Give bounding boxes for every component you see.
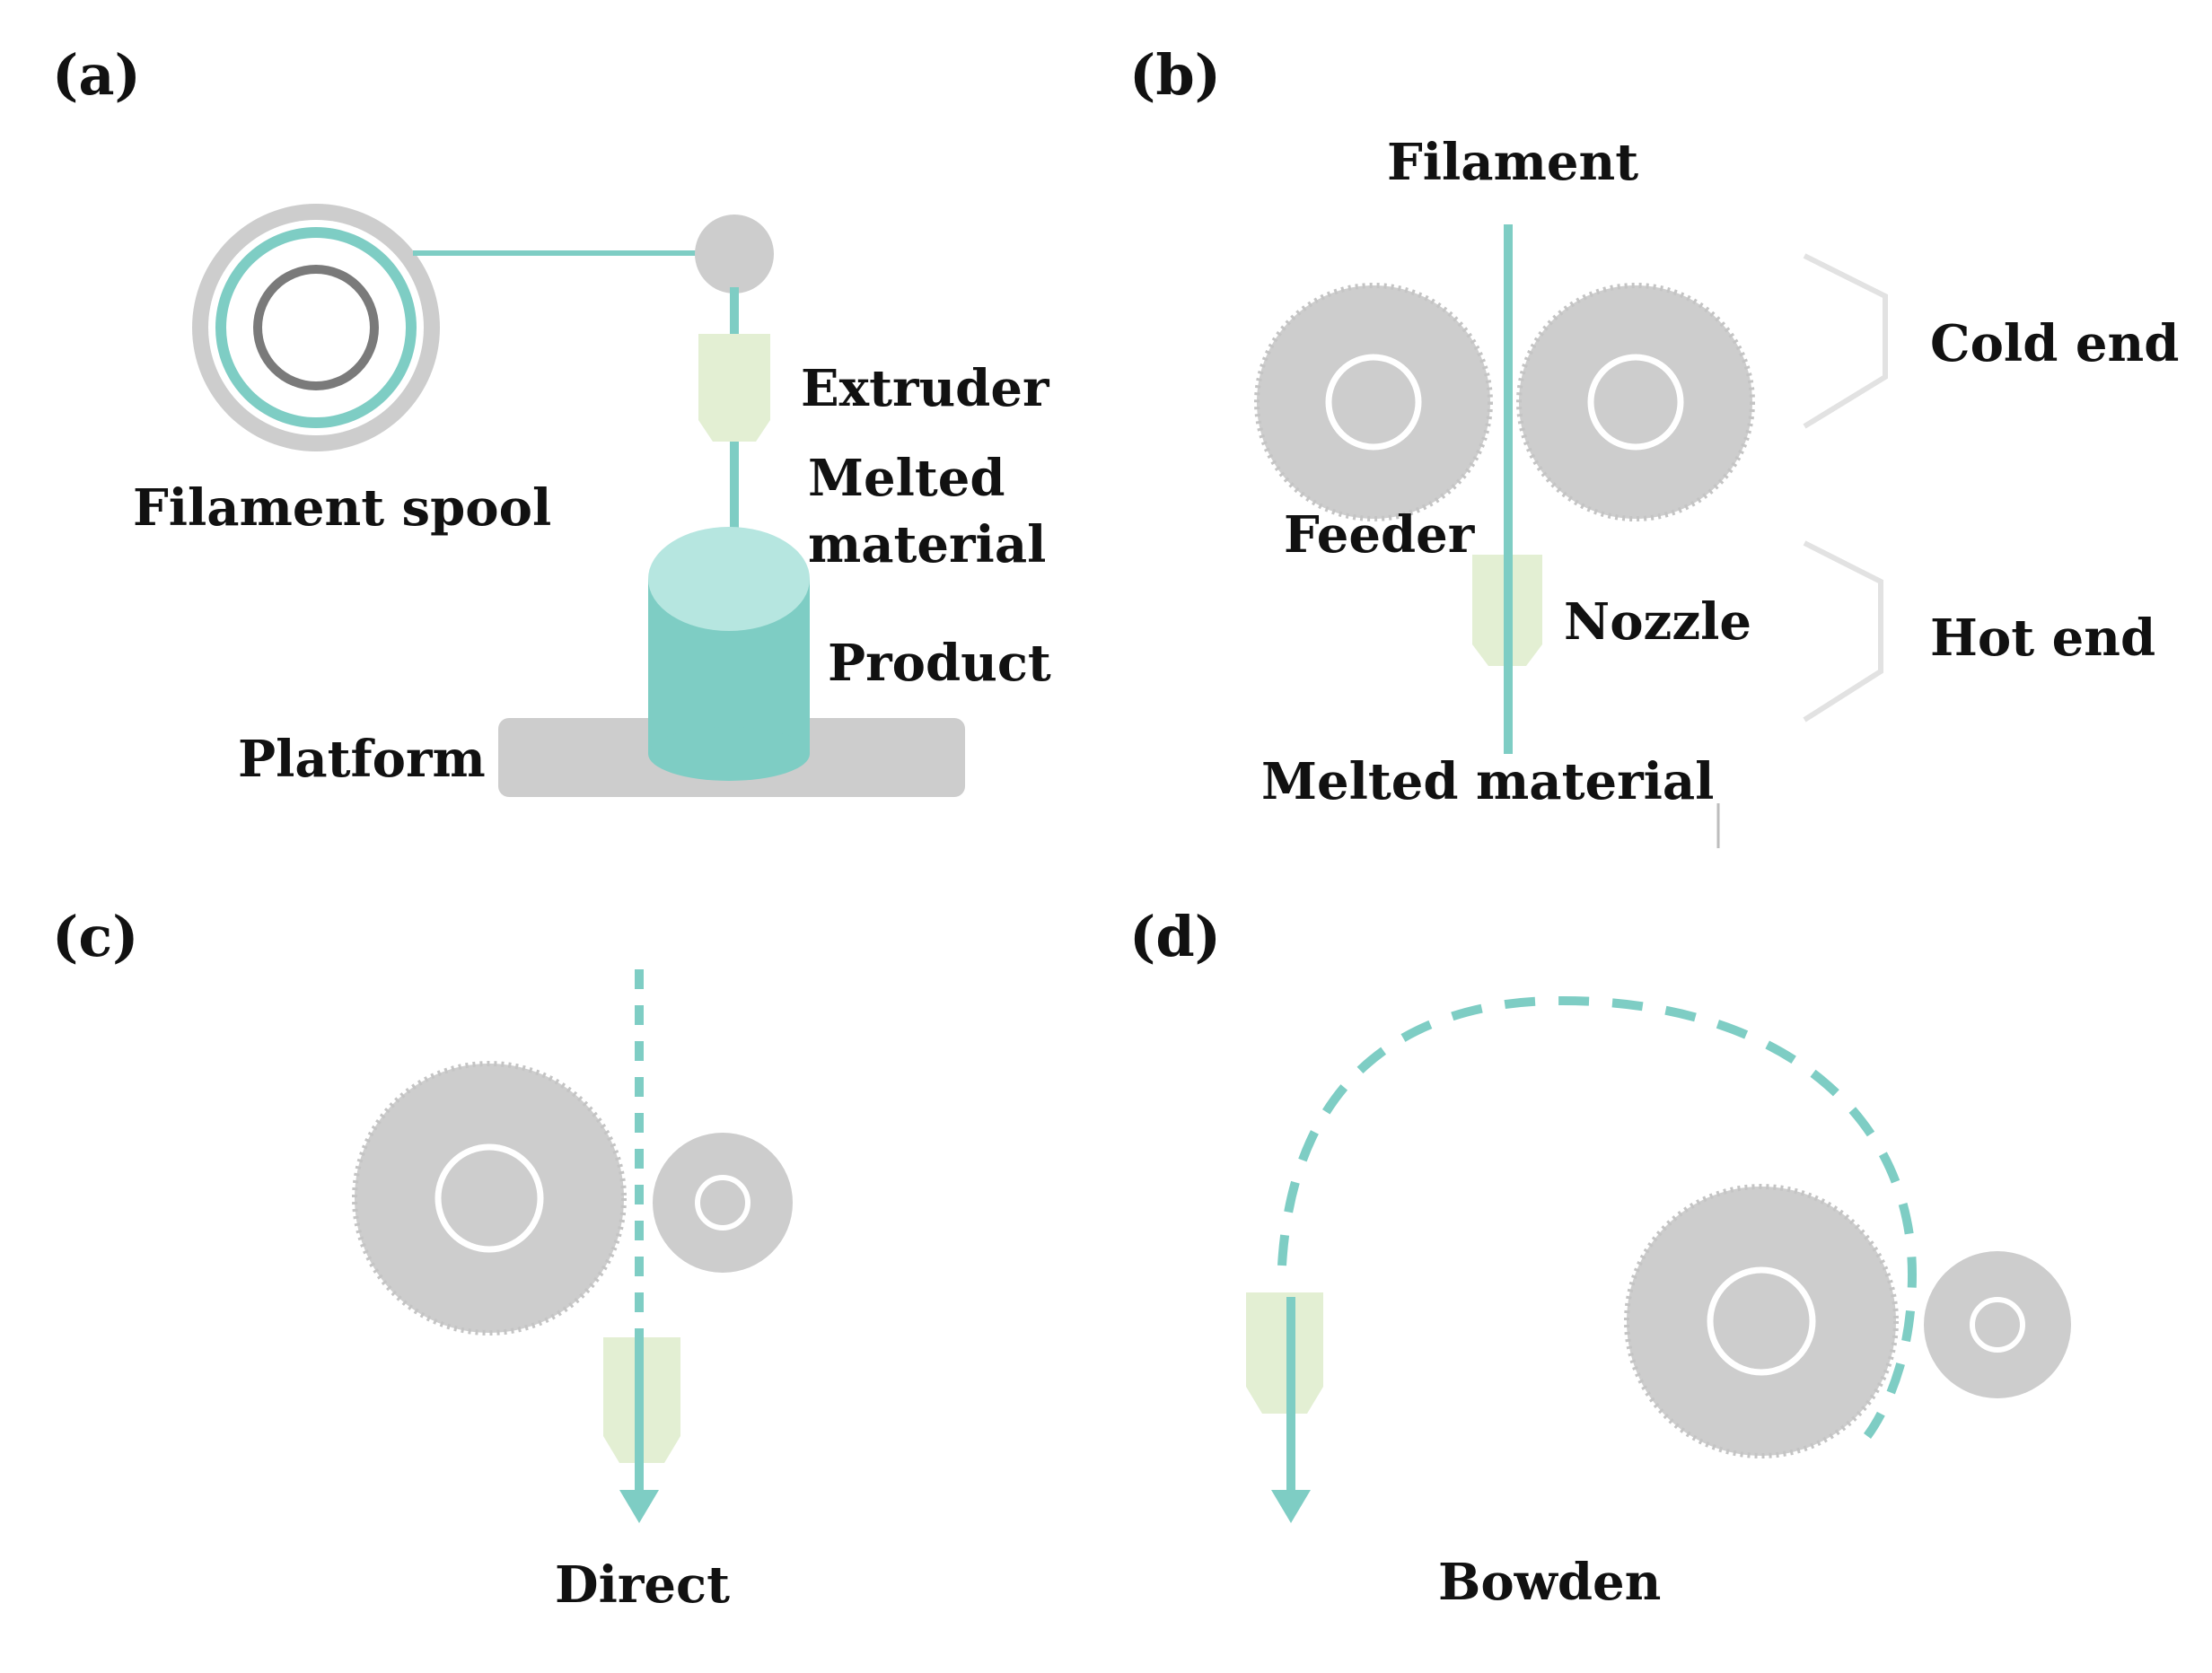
label-platform: Platform [238, 730, 486, 789]
filament-spool-icon [192, 204, 440, 451]
cold-end-bracket [1803, 253, 1888, 429]
feeder-right-gear-icon [1516, 283, 1755, 521]
panel-c-letter: (c) [52, 904, 138, 969]
bowden-nozzle-icon [1246, 1292, 1323, 1414]
extruder-icon [698, 334, 770, 442]
pulley-icon [695, 215, 774, 293]
caption-direct: Direct [555, 1555, 730, 1615]
feeder-left-gear-icon [1254, 283, 1493, 521]
panel-d-letter: (d) [1129, 904, 1221, 969]
bowden-small-gear-icon [1924, 1251, 2071, 1398]
bowden-large-gear-icon [1624, 1184, 1899, 1458]
bowden-tube-dashed [1277, 995, 1918, 1439]
label-product: Product [828, 634, 1051, 693]
panel-d: (d) Bowden [1129, 904, 2071, 1612]
label-material: material [808, 515, 1046, 574]
hot-end-bracket [1803, 540, 1883, 723]
product-icon [648, 527, 810, 781]
label-filament: Filament [1387, 133, 1638, 192]
caption-bowden: Bowden [1438, 1553, 1661, 1612]
label-cold-end: Cold end [1930, 314, 2179, 373]
label-filament-spool: Filament spool [133, 478, 551, 538]
panel-b: (b) Filament Cold end Feeder Nozzle Hot … [1129, 42, 2179, 848]
direct-arrow-down-icon [619, 1490, 659, 1523]
label-melted: Melted [808, 449, 1005, 508]
panel-c: (c) Direct [52, 904, 793, 1615]
panel-b-letter: (b) [1129, 42, 1221, 108]
label-extruder: Extruder [801, 359, 1050, 418]
direct-large-gear-icon [352, 1061, 627, 1336]
panel-a-letter: (a) [52, 42, 141, 108]
label-nozzle: Nozzle [1564, 592, 1751, 652]
label-melted-material: Melted material [1261, 752, 1714, 811]
label-feeder: Feeder [1284, 505, 1476, 565]
panel-a: (a) Filament spool Extruder Melted mater… [52, 42, 1051, 797]
label-hot-end: Hot end [1930, 609, 2155, 668]
bowden-arrow-down-icon [1271, 1490, 1311, 1523]
direct-small-gear-icon [653, 1133, 793, 1273]
